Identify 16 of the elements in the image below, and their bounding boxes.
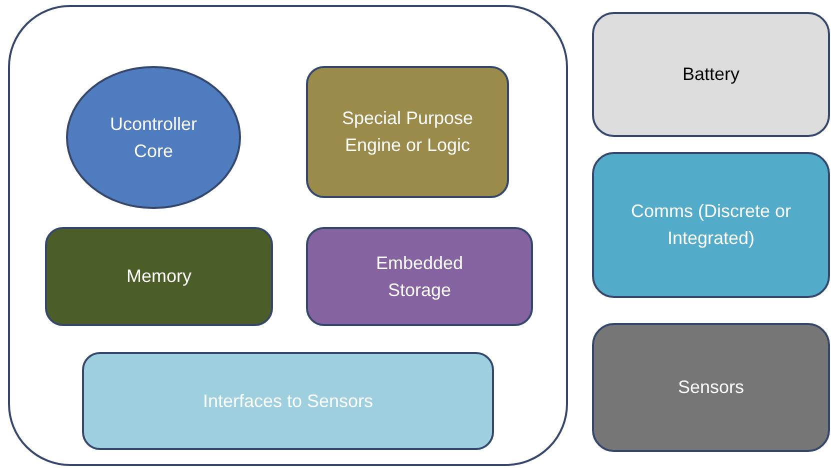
process-box — [45, 227, 273, 326]
process-box — [592, 152, 830, 298]
node-label: Ucontroller Core — [108, 112, 198, 162]
node-label: Interfaces to Sensors — [202, 390, 374, 412]
node-label: Memory — [126, 265, 192, 288]
node-label: Embedded Storage — [374, 252, 464, 302]
process-box — [82, 352, 494, 450]
node-label: Special Purpose Engine or Logic — [340, 107, 474, 157]
node-label: Comms (Discrete or Integrated) — [630, 200, 792, 250]
device-enclosure — [8, 5, 568, 466]
node-label: Battery — [682, 63, 740, 86]
process-box — [592, 323, 830, 452]
process-box — [306, 66, 509, 198]
node-label: Sensors — [678, 376, 744, 399]
process-box — [592, 12, 830, 137]
process-box — [306, 227, 533, 326]
